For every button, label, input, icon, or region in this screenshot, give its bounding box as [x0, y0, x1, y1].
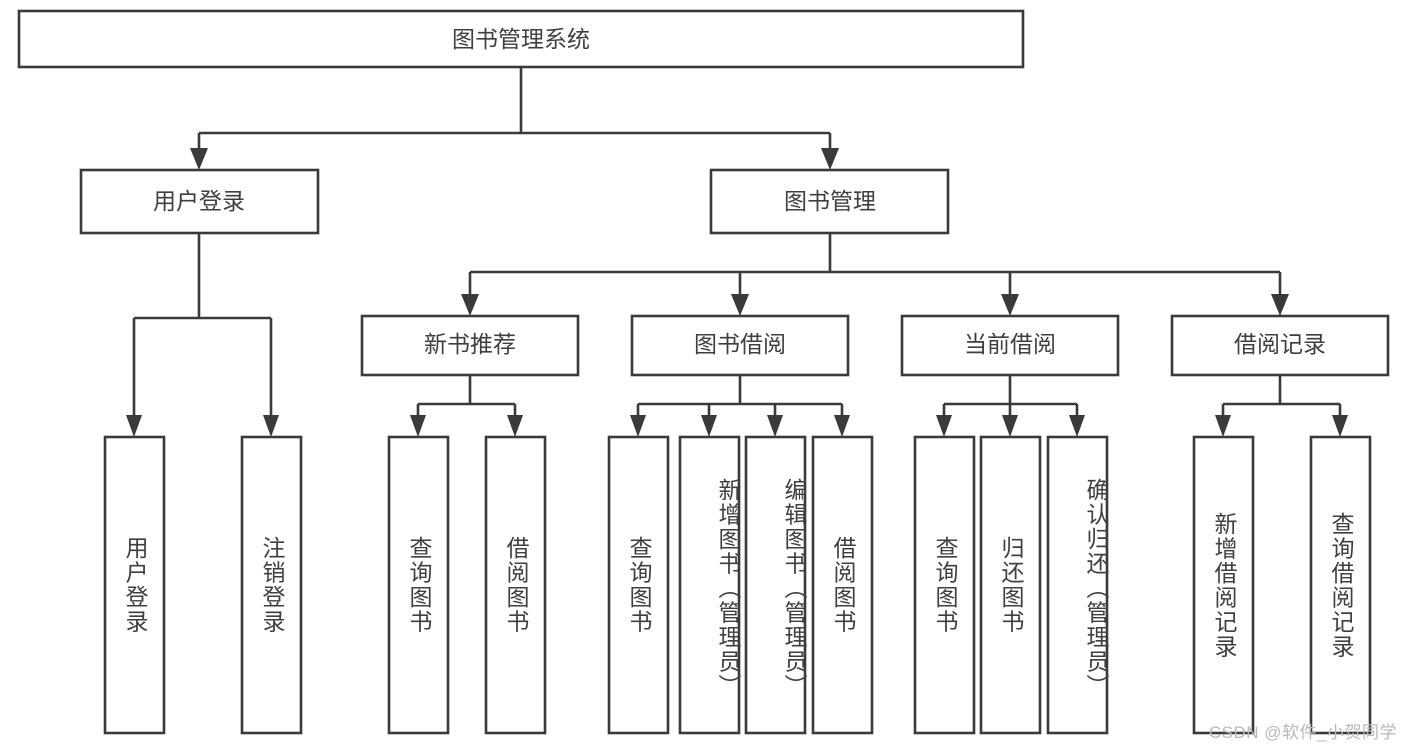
arrow-leaf-query-book-b [630, 415, 646, 437]
connectors-root-to-level1 [190, 67, 839, 170]
leaf-box-query-book-a[interactable] [387, 435, 450, 735]
connectors-bookborrow-to-leaves [630, 375, 850, 437]
leaf-box-add-book[interactable] [678, 435, 741, 735]
arrow-to-user-login [190, 148, 208, 170]
arrow-to-book-borrow [731, 294, 749, 316]
node-root-label: 图书管理系统 [452, 26, 590, 52]
arrow-leaf-add-book [701, 415, 717, 437]
connectors-userlogin-to-leaves [126, 233, 279, 437]
node-root-box[interactable] [17, 9, 1025, 69]
arrow-leaf-query-book-c [936, 415, 952, 437]
connectors-borrowrecord-to-leaves [1215, 375, 1348, 437]
leaf-box-user-login[interactable] [103, 435, 166, 735]
arrow-leaf-user-login [126, 415, 142, 437]
leaf-box-borrow-book-a[interactable] [484, 435, 547, 735]
node-new-book-recommend-label: 新书推荐 [424, 331, 516, 357]
leaf-box-query-book-c[interactable] [913, 435, 976, 735]
leaf-box-logout[interactable] [240, 435, 303, 735]
node-book-borrow-box[interactable] [630, 314, 850, 377]
node-book-borrow-label: 图书借阅 [694, 331, 786, 357]
node-current-borrow-label: 当前借阅 [964, 331, 1056, 357]
node-user-login-box[interactable] [79, 168, 320, 235]
arrow-to-borrow-record [1271, 294, 1289, 316]
arrow-leaf-return-book [1002, 415, 1018, 437]
leaf-box-return-book[interactable] [979, 435, 1042, 735]
connectors-currentborrow-to-leaves [936, 375, 1085, 437]
leaf-box-query-record[interactable] [1309, 435, 1372, 735]
leaf-box-add-record[interactable] [1192, 435, 1255, 735]
node-borrow-record-label: 借阅记录 [1234, 331, 1326, 357]
connectors-newbook-to-leaves [410, 375, 523, 437]
arrow-leaf-confirm-return [1069, 415, 1085, 437]
arrow-to-current-borrow [1001, 294, 1019, 316]
node-current-borrow-box[interactable] [900, 314, 1120, 377]
arrow-leaf-logout [263, 415, 279, 437]
node-new-book-recommend-box[interactable] [360, 314, 580, 377]
node-user-login-label: 用户登录 [153, 188, 245, 214]
connectors-bookmanage-to-level2 [461, 233, 1289, 316]
arrow-leaf-add-record [1215, 415, 1231, 437]
leaf-box-confirm-return[interactable] [1046, 435, 1109, 735]
leaf-box-query-book-b[interactable] [607, 435, 670, 735]
arrow-to-book-manage [821, 148, 839, 170]
arrow-to-new-book-recommend [461, 294, 479, 316]
node-book-manage-label: 图书管理 [784, 188, 876, 214]
leaf-box-borrow-book-b[interactable] [811, 435, 874, 735]
leaf-box-edit-book[interactable] [744, 435, 807, 735]
node-borrow-record-box[interactable] [1170, 314, 1390, 377]
arrow-leaf-query-book-a [410, 415, 426, 437]
arrow-leaf-borrow-book-a [507, 415, 523, 437]
arrow-leaf-borrow-book-b [834, 415, 850, 437]
arrow-leaf-edit-book [767, 415, 783, 437]
arrow-leaf-query-record [1332, 415, 1348, 437]
node-book-manage-box[interactable] [709, 168, 950, 235]
csdn-watermark: CSDN @软件_小贺同学 [1208, 723, 1397, 742]
